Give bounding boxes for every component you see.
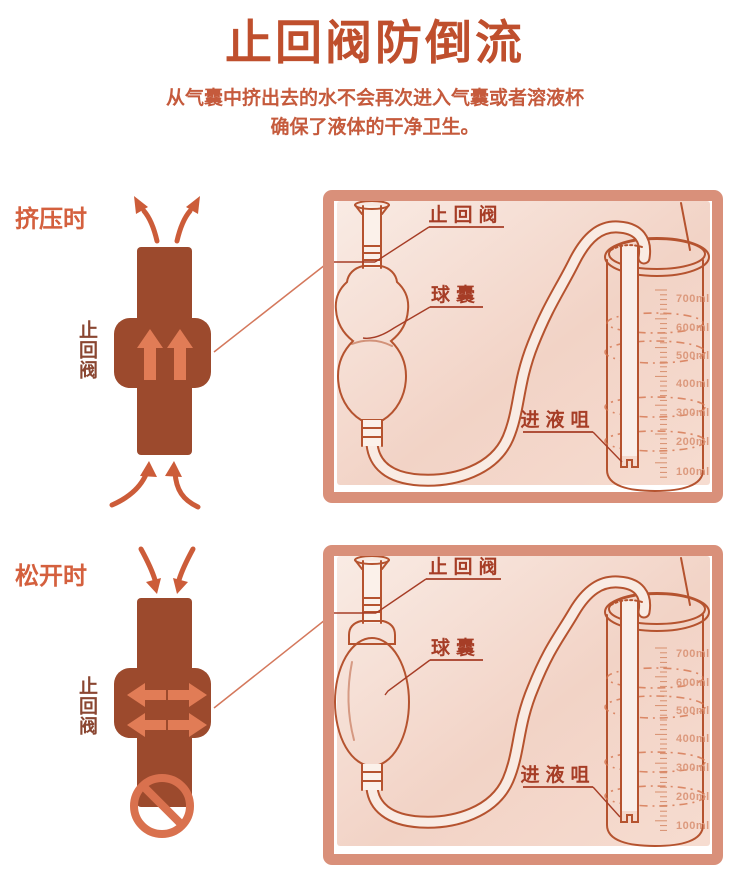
check-valve-label: 止回阀 — [428, 203, 503, 226]
caption-release: 松开时 — [15, 563, 87, 590]
check-valve-syringe — [354, 556, 390, 624]
hose — [365, 220, 652, 487]
scale-label: 700ml — [676, 293, 710, 305]
diagram-release: 700ml 600ml 500ml 400ml 300ml 200ml 100m… — [334, 556, 710, 848]
stir-rod — [680, 557, 691, 606]
caption-squeeze: 挤压时 — [15, 206, 87, 233]
scale-label: 300ml — [676, 407, 710, 419]
scale-labels: 700ml 600ml 500ml 400ml 300ml 200ml 100m… — [676, 293, 710, 478]
blocked-side-arrows-icon — [127, 683, 207, 737]
inlet-tube — [610, 599, 643, 823]
scale-label: 400ml — [676, 733, 710, 745]
inflow-arrows-icon — [109, 461, 201, 510]
scale-label: 500ml — [676, 350, 710, 362]
bulb-label: 球囊 — [431, 283, 481, 306]
valve-body — [114, 247, 211, 455]
valve-figure-squeeze — [109, 196, 211, 510]
measuring-cup: 700ml 600ml 500ml 400ml 300ml 200ml 100m… — [604, 557, 710, 848]
scale-label: 600ml — [676, 677, 710, 689]
panel-background — [337, 201, 710, 485]
subtitle-line-1: 从气囊中挤出去的水不会再次进入气囊或者溶液杯 — [165, 88, 584, 109]
scale-ticks — [655, 647, 667, 831]
valve-vertical-label-squeeze: 止回阀 — [76, 320, 97, 380]
panel-annotations: 止回阀 球囊 进液咀 — [334, 556, 621, 818]
scale-label: 400ml — [676, 378, 710, 390]
scale-labels: 700ml 600ml 500ml 400ml 300ml 200ml 100m… — [676, 648, 710, 832]
flow-up-arrows-icon — [137, 329, 193, 380]
scale-ticks — [655, 289, 667, 478]
inflow-down-arrows-icon — [138, 546, 196, 594]
check-valve-syringe — [354, 201, 390, 269]
scale-label: 100ml — [676, 820, 710, 832]
valve-vertical-label-release: 止回阀 — [76, 676, 97, 736]
outflow-arrows-icon — [134, 196, 200, 244]
subtitle: 从气囊中挤出去的水不会再次进入气囊或者溶液杯 确保了液体的干净卫生。 — [0, 84, 750, 142]
bulb-squeezed — [334, 265, 410, 447]
inlet-tube — [610, 244, 643, 468]
scale-label: 500ml — [676, 705, 710, 717]
page-title: 止回阀防倒流 — [225, 16, 525, 69]
scale-label: 300ml — [676, 762, 710, 774]
stir-rod — [680, 202, 691, 251]
inlet-label: 进液咀 — [520, 763, 595, 786]
scale-label: 600ml — [676, 322, 710, 334]
diagram-squeeze: 700ml 600ml 500ml 400ml 300ml 200ml 100m… — [334, 201, 710, 492]
scale-label: 200ml — [676, 436, 710, 448]
no-backflow-icon — [130, 774, 194, 838]
hose — [365, 575, 652, 829]
scale-label: 700ml — [676, 648, 710, 660]
inlet-label: 进液咀 — [520, 408, 595, 431]
bulb-label: 球囊 — [431, 636, 481, 659]
diagram-panel-squeeze: 700ml 600ml 500ml 400ml 300ml 200ml 100m… — [323, 190, 723, 503]
diagram-panel-release: 700ml 600ml 500ml 400ml 300ml 200ml 100m… — [323, 545, 723, 865]
measuring-cup: 700ml 600ml 500ml 400ml 300ml 200ml 100m… — [604, 202, 710, 492]
check-valve-label: 止回阀 — [428, 556, 503, 578]
panel-annotations: 止回阀 球囊 进液咀 — [334, 203, 623, 463]
bulb-inflated — [334, 620, 410, 791]
scale-label: 200ml — [676, 791, 710, 803]
scale-label: 100ml — [676, 466, 710, 478]
valve-figure-release — [114, 546, 211, 838]
subtitle-line-2: 确保了液体的干净卫生。 — [270, 117, 480, 138]
